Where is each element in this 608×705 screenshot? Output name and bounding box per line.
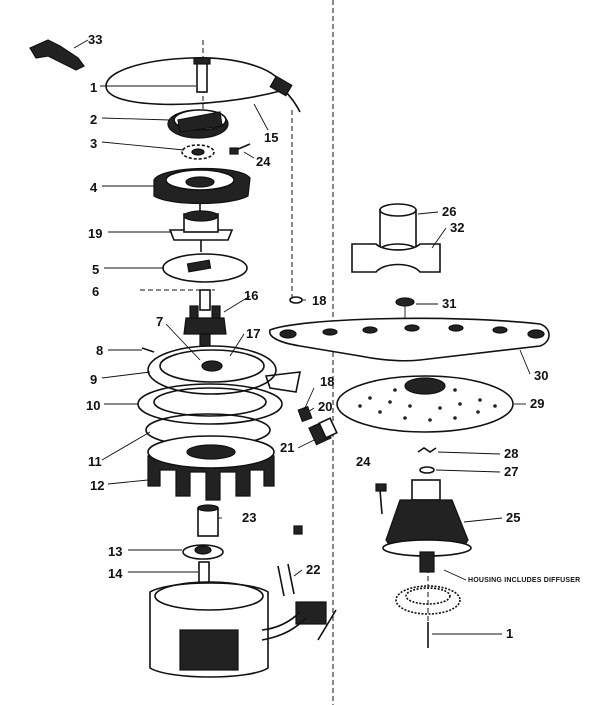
leader-lines [73, 39, 531, 635]
part-18-washer [289, 296, 303, 304]
part-29-perforated-disc [336, 375, 514, 433]
label-33: 33 [88, 32, 102, 47]
part-16-impeller [183, 289, 227, 349]
label-23: 23 [242, 510, 256, 525]
part-33-clip [29, 39, 85, 71]
part-8-screw [141, 347, 155, 353]
label-28: 28 [504, 446, 518, 461]
label-1: 1 [90, 80, 97, 95]
part-21-fitting [308, 417, 338, 446]
part-31-nut [395, 297, 415, 320]
label-1b: 1 [506, 626, 513, 641]
label-2: 2 [90, 112, 97, 127]
label-9: 9 [90, 372, 97, 387]
label-10: 10 [86, 398, 100, 413]
part-3-small-gear [181, 144, 215, 160]
part-19-collar [168, 210, 234, 252]
part-22-screws [277, 525, 303, 597]
part-30-spray-arm [268, 317, 550, 362]
label-18: 18 [312, 293, 326, 308]
label-17: 17 [246, 326, 260, 341]
label-16: 16 [244, 288, 258, 303]
part-28-spring [417, 447, 437, 453]
label-8: 8 [96, 343, 103, 358]
label-24b: 24 [356, 454, 371, 469]
label-26: 26 [442, 204, 456, 219]
diffuser-screen [395, 585, 461, 615]
part-20-fitting [297, 405, 313, 423]
part-9-pump-ring [147, 345, 302, 395]
label-20: 20 [318, 399, 332, 414]
label-29: 29 [530, 396, 544, 411]
label-24: 24 [256, 154, 271, 169]
part-5-plate [162, 253, 248, 283]
part-1-screw-top [193, 57, 211, 93]
label-15: 15 [264, 130, 278, 145]
label-7: 7 [156, 314, 163, 329]
label-22: 22 [306, 562, 320, 577]
label-14: 14 [108, 566, 123, 581]
label-21: 21 [280, 440, 294, 455]
part-2-gear-plate [167, 109, 229, 139]
part-24-screw-lower [375, 483, 387, 515]
part-23-coupling [197, 504, 219, 537]
label-32: 32 [450, 220, 464, 235]
label-11: 11 [88, 454, 102, 469]
part-14-motor [149, 561, 337, 678]
label-3: 3 [90, 136, 97, 151]
label-12: 12 [90, 478, 104, 493]
part-13-seal [182, 544, 224, 560]
part-12-motor-mount [147, 435, 275, 501]
part-32-gasket [351, 243, 441, 273]
label-6: 6 [92, 284, 99, 299]
label-18b: 18 [320, 374, 334, 389]
part-27-washer [419, 466, 435, 474]
label-27: 27 [504, 464, 518, 479]
label-19: 19 [88, 226, 102, 241]
label-5: 5 [92, 262, 99, 277]
housing-note: HOUSING INCLUDES DIFFUSER [468, 577, 580, 584]
part-25-pump-housing [382, 479, 472, 573]
label-25: 25 [506, 510, 520, 525]
label-4: 4 [90, 180, 98, 195]
part-4-cover-housing [153, 167, 251, 214]
label-13: 13 [108, 544, 122, 559]
part-24-screw-upper [229, 143, 251, 155]
label-30: 30 [534, 368, 548, 383]
part-labels: 33 1 2 3 15 24 4 19 5 6 16 18 7 17 8 9 1… [86, 32, 580, 641]
label-31: 31 [442, 296, 456, 311]
